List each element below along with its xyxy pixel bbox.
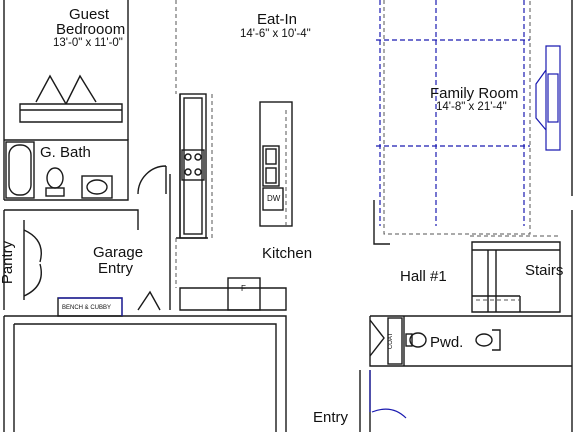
entry-wall: [359, 370, 371, 432]
kitchen-upper-cabinets: [211, 94, 287, 238]
fridge-label: F: [241, 284, 246, 293]
kitchen-island: [259, 101, 293, 227]
guest-bedroom-closet: [19, 103, 123, 123]
hall-name: Hall #1: [400, 268, 447, 285]
guest-bedroom-name-2: Bedrooom: [56, 21, 126, 38]
powder-toilet: [409, 332, 427, 348]
ceiling-grid-vertical: [379, 0, 525, 226]
guest-bedroom-size: 13'-0" x 11'-0": [53, 37, 123, 49]
dishwasher-label: DW: [267, 194, 281, 203]
cooktop: [181, 149, 205, 181]
pantry-walls: [3, 209, 139, 310]
closet-door-left: [35, 74, 67, 105]
burner-2: [194, 153, 202, 161]
g-bath-name: G. Bath: [40, 144, 91, 161]
burner-3: [184, 168, 192, 176]
island-sink: [262, 145, 280, 187]
ceiling-grid-horizontal: [376, 39, 530, 147]
eat-in-size: 14'-6" x 10'-4": [240, 28, 311, 40]
pantry-name: Pantry: [0, 240, 17, 285]
toilet-bowl: [46, 167, 64, 189]
closet-door-right: [65, 74, 97, 105]
kitchen-left-wall: [176, 94, 208, 239]
family-room-size: 14'-8" x 21'-4": [436, 101, 507, 113]
pantry-door-lower: [23, 263, 42, 297]
fireplace-insert: [547, 73, 559, 123]
coat-label: COAT: [388, 332, 395, 350]
burner-1: [184, 153, 192, 161]
hall-dashed: [470, 235, 560, 301]
powder-walls: [369, 315, 572, 367]
stairs-landing: [472, 295, 521, 312]
stairs-outline: [471, 241, 561, 313]
garage-door-swing: [137, 290, 161, 311]
kitchen-back-counter-inner: [183, 97, 203, 235]
dishwasher: [262, 187, 284, 211]
powder-name: Pwd.: [430, 334, 464, 351]
burner-4: [194, 168, 202, 176]
bath-door-swing: [137, 165, 167, 195]
vanity: [81, 175, 113, 199]
kitchen-lower-counter: [179, 287, 287, 311]
stairs-name: Stairs: [525, 262, 564, 279]
fireplace: [535, 45, 561, 151]
family-room-name: Family Room: [430, 85, 519, 102]
eat-in-name: Eat-In: [257, 11, 298, 28]
bathtub: [5, 141, 35, 199]
fridge: [227, 277, 261, 311]
family-room-left-wall: [373, 200, 390, 245]
garage-inner: [13, 323, 277, 432]
toilet-tank: [45, 187, 65, 197]
garage-outer: [3, 315, 287, 432]
bath-walls: [4, 139, 129, 201]
bench-cubby-label: BENCH & CUBBY: [62, 305, 112, 311]
garage-entry-name-1: Garage: [93, 244, 144, 261]
bench-cubby-blue: [58, 297, 123, 316]
vanity-sink: [86, 179, 108, 195]
garage-entry-name-2: Entry: [98, 260, 134, 277]
powder-vanity: [492, 329, 501, 351]
family-room-dashed-frame: [383, 0, 531, 235]
guest-bedroom-name-1: Guest: [69, 6, 110, 23]
entry-door-blue: [369, 370, 407, 419]
powder-toilet-tank: [405, 333, 413, 347]
pantry-door-upper: [23, 229, 42, 263]
island-sink-bowl-1: [265, 148, 277, 165]
kitchen-name: Kitchen: [262, 245, 313, 262]
coat-closet: [387, 317, 403, 365]
bathtub-inner: [8, 144, 32, 196]
powder-sink: [475, 333, 493, 347]
entry-name: Entry: [313, 409, 349, 426]
coat-door-swing: [369, 319, 385, 357]
stair-treads: [472, 249, 560, 312]
island-sink-bowl-2: [265, 167, 277, 184]
